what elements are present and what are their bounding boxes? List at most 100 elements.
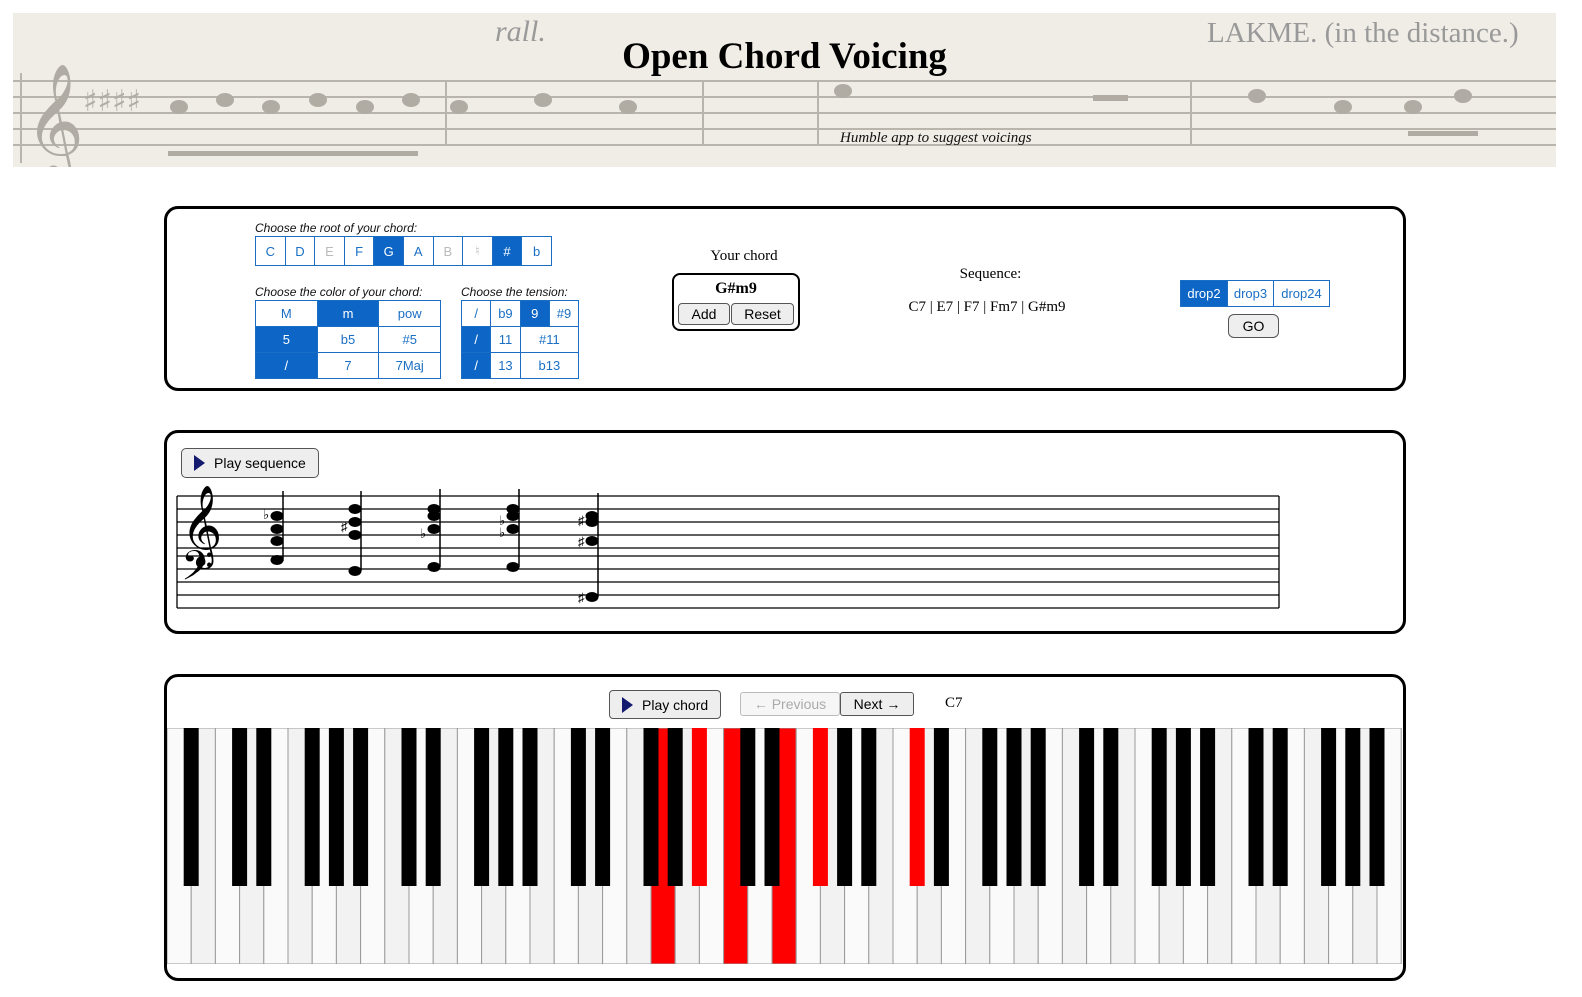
svg-text:♯: ♯ <box>578 513 585 528</box>
piano-black-key[interactable] <box>1272 728 1288 886</box>
sequence-separator: | <box>1017 299 1029 315</box>
color-button-none[interactable]: / <box>256 353 317 378</box>
page-subtitle: Humble app to suggest voicings <box>840 130 1032 146</box>
piano-black-key[interactable] <box>474 728 490 886</box>
piano-black-key[interactable] <box>740 728 756 886</box>
play-sequence-button[interactable]: Play sequence <box>181 448 319 478</box>
tension-button-b9[interactable]: b9 <box>491 301 520 326</box>
current-chord-name: G#m9 <box>715 280 757 297</box>
previous-button[interactable]: ← Previous <box>740 692 840 716</box>
piano-black-key[interactable] <box>522 728 538 886</box>
drop-button-drop24[interactable]: drop24 <box>1274 281 1329 306</box>
piano-black-key[interactable] <box>1175 728 1191 886</box>
piano-black-key[interactable] <box>1030 728 1046 886</box>
piano-black-key[interactable] <box>1200 728 1216 886</box>
piano-black-key[interactable] <box>304 728 320 886</box>
color-button-5[interactable]: 5 <box>256 327 317 352</box>
piano-black-key[interactable] <box>861 728 877 886</box>
svg-text:♭: ♭ <box>263 507 269 522</box>
svg-text:♯♯♯♯: ♯♯♯♯ <box>83 84 141 119</box>
score-staff: 𝄞 𝄢 ♭ ♯ ♭ ♭ ♭ <box>176 484 1280 609</box>
piano-black-key[interactable] <box>256 728 272 886</box>
piano-black-key[interactable] <box>812 728 828 886</box>
tension-button-none[interactable]: / <box>462 301 491 326</box>
piano-black-key[interactable] <box>933 728 949 886</box>
piano-black-key[interactable] <box>401 728 417 886</box>
color-label: Choose the color of your chord: <box>255 285 423 299</box>
score-panel: Play sequence 𝄞 𝄢 ♭ <box>164 430 1406 634</box>
tension-button-13[interactable]: 13 <box>491 353 520 378</box>
piano-black-key[interactable] <box>909 728 925 886</box>
root-button-b[interactable]: b <box>522 237 551 265</box>
root-button-b[interactable]: B <box>433 237 463 265</box>
piano-black-key[interactable] <box>982 728 998 886</box>
piano-black-key[interactable] <box>643 728 659 886</box>
root-button-f[interactable]: F <box>344 237 374 265</box>
tension-button-sharp9[interactable]: #9 <box>549 301 579 326</box>
piano-black-key[interactable] <box>232 728 248 886</box>
root-button-c[interactable]: C <box>256 237 285 265</box>
your-chord-label: Your chord <box>710 248 778 264</box>
play-sequence-label: Play sequence <box>214 455 306 471</box>
piano-black-key[interactable] <box>1079 728 1095 886</box>
color-button-7[interactable]: 7 <box>317 353 379 378</box>
lakme-marking: LAKME. (in the distance.) <box>1207 17 1519 49</box>
piano-black-key[interactable] <box>1151 728 1167 886</box>
piano-black-key[interactable] <box>570 728 586 886</box>
svg-text:♯: ♯ <box>578 590 585 605</box>
piano-black-key[interactable] <box>1006 728 1022 886</box>
play-icon <box>622 696 633 713</box>
sequence-chord: C7 <box>908 299 926 315</box>
color-button-b5[interactable]: b5 <box>317 327 379 352</box>
piano-black-key[interactable] <box>353 728 369 886</box>
svg-text:♯: ♯ <box>578 534 585 549</box>
piano-black-key[interactable] <box>1248 728 1264 886</box>
tension-button-9[interactable]: 9 <box>520 301 549 326</box>
tension-button-b13[interactable]: b13 <box>520 353 579 378</box>
reset-button[interactable]: Reset <box>731 303 794 325</box>
color-button-7maj[interactable]: 7Maj <box>379 353 441 378</box>
piano-panel: Play chord ← Previous Next → C7 <box>164 674 1406 981</box>
tension-button-none[interactable]: / <box>462 353 491 378</box>
sequence-separator: | <box>953 299 964 315</box>
root-button-a[interactable]: A <box>403 237 433 265</box>
piano-black-key[interactable] <box>183 728 199 886</box>
piano-black-key[interactable] <box>1369 728 1385 886</box>
bass-clef-icon: 𝄢 <box>181 542 213 600</box>
svg-text:♭: ♭ <box>499 513 505 528</box>
root-button-sharp[interactable]: # <box>492 237 522 265</box>
next-button[interactable]: Next → <box>840 692 914 716</box>
drop-button-drop2[interactable]: drop2 <box>1181 281 1227 306</box>
piano-black-key[interactable] <box>691 728 707 886</box>
color-button-sharp5[interactable]: #5 <box>379 327 441 352</box>
piano-black-key[interactable] <box>667 728 683 886</box>
tension-button-11[interactable]: 11 <box>491 327 520 352</box>
piano-black-key[interactable] <box>1103 728 1119 886</box>
root-button-d[interactable]: D <box>285 237 315 265</box>
piano-black-key[interactable] <box>764 728 780 886</box>
tension-button-none[interactable]: / <box>462 327 491 352</box>
tension-button-sharp11[interactable]: #11 <box>520 327 579 352</box>
piano-black-key[interactable] <box>1345 728 1361 886</box>
go-button[interactable]: GO <box>1228 314 1279 338</box>
add-chord-button[interactable]: Add <box>678 303 730 325</box>
piano-black-key[interactable] <box>498 728 514 886</box>
root-button-e[interactable]: E <box>315 237 344 265</box>
piano-black-key[interactable] <box>328 728 344 886</box>
sequence-chord: E7 <box>936 299 954 315</box>
color-button-m[interactable]: M <box>256 301 317 326</box>
your-chord-box: G#m9 Add Reset <box>672 273 800 331</box>
play-chord-button[interactable]: Play chord <box>609 690 721 719</box>
piano-black-key[interactable] <box>1321 728 1337 886</box>
drop-button-drop3[interactable]: drop3 <box>1228 281 1273 306</box>
root-button-natural[interactable]: ♮ <box>463 237 492 265</box>
color-button-pow[interactable]: pow <box>379 301 441 326</box>
root-button-g[interactable]: G <box>374 237 403 265</box>
piano-black-key[interactable] <box>837 728 853 886</box>
piano-black-key[interactable] <box>595 728 611 886</box>
piano-black-key[interactable] <box>425 728 441 886</box>
color-button-m[interactable]: m <box>317 301 379 326</box>
